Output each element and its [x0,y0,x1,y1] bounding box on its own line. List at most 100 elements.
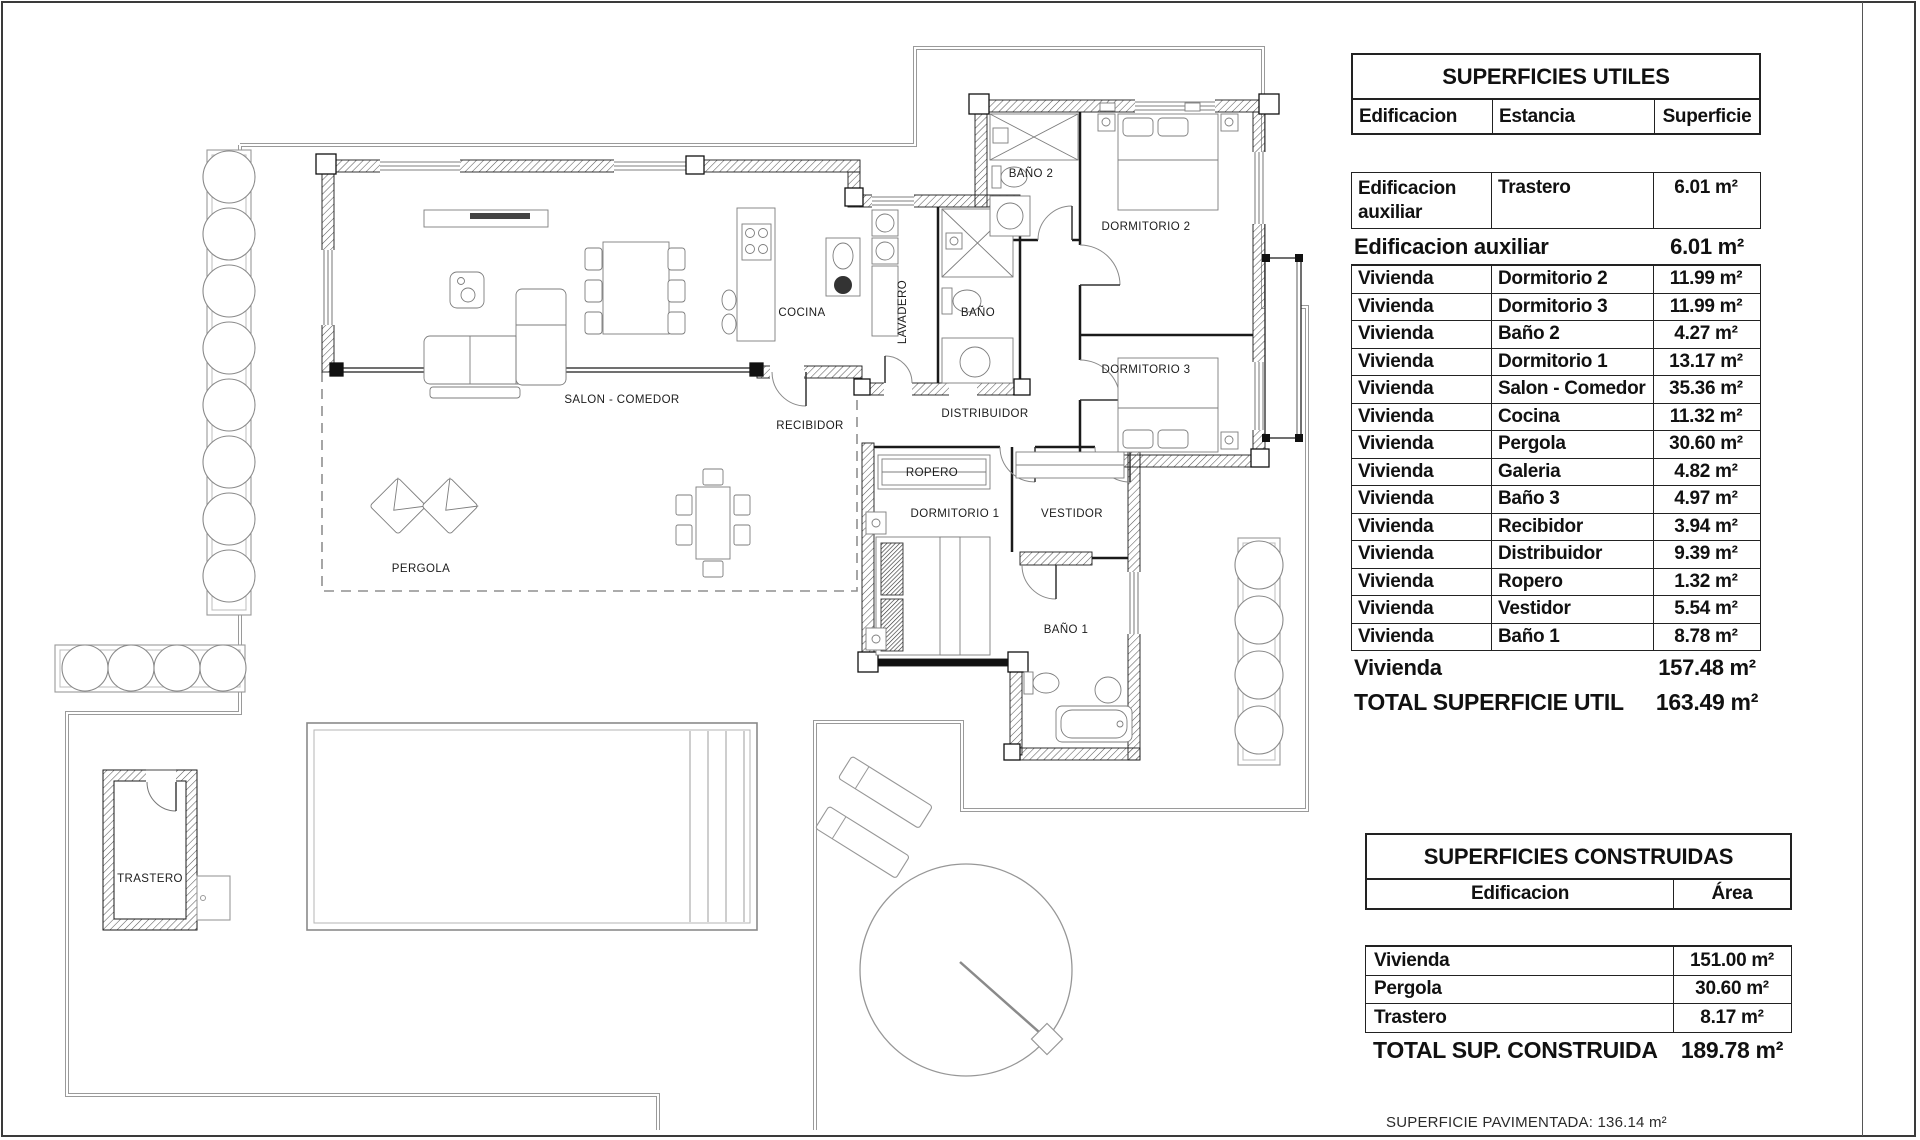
superficies-construidas-table: SUPERFICIES CONSTRUIDAS Edificacion Área… [1365,833,1792,1069]
cell-superficie: 3.94 m² [1653,513,1758,540]
cell-estancia: Cocina [1491,403,1653,430]
cell-edificacion: Vivienda [1358,570,1434,592]
room-label-salon: SALON - COMEDOR [564,394,679,406]
total-label: TOTAL SUP. CONSTRUIDA [1373,1037,1658,1063]
cell-edificacion: Vivienda [1358,515,1434,537]
sheet-frame-line [1862,2,1863,1136]
cell-edificacion: Vivienda [1358,433,1434,455]
door-gaps [884,381,977,397]
sun-lounger [838,756,933,828]
cell-superficie: 8.78 m² [1653,623,1758,650]
table-row: Vivienda Baño 2 4.27 m² [1352,320,1760,348]
construidas-rows: Vivienda 151.00 m² Pergola 30.60 m² Tras… [1365,945,1792,1033]
utiles-aux-subtotal: Edificacion auxiliar 6.01 m² [1351,229,1761,264]
cell-area: 30.60 m² [1673,975,1790,1003]
cell-estancia: Salon - Comedor [1491,376,1653,403]
room-label-vestidor: VESTIDOR [1041,508,1103,520]
table-row: Vivienda Recibidor 3.94 m² [1352,512,1760,540]
table-row: Vivienda Salon - Comedor 35.36 m² [1352,375,1760,403]
table-row: Trastero 8.17 m² [1366,1003,1791,1032]
entry-gap [770,364,804,380]
cell-estancia: Recibidor [1491,513,1653,540]
subtotal-value: 6.01 m² [1670,233,1744,259]
pergola-area [321,372,858,592]
utiles-title-text: SUPERFICIES UTILES [1442,63,1670,89]
construidas-col-edificacion: Edificacion [1470,883,1570,904]
tree-planter-left [202,149,256,616]
cell-superficie: 13.17 m² [1653,348,1758,375]
wall-posts [315,93,1280,761]
cell-estancia: Baño 1 [1491,623,1653,650]
cell-edificacion: Vivienda [1358,625,1434,647]
total-value: 189.78 m² [1680,1037,1784,1063]
construidas-title-text: SUPERFICIES CONSTRUIDAS [1423,843,1734,869]
table-row: Vivienda Cocina 11.32 m² [1352,402,1760,430]
utiles-header-row: Edificacion Estancia Superficie [1351,100,1761,135]
cell-estancia: Galeria [1491,458,1653,485]
subtotal-label: Vivienda [1354,654,1442,680]
construidas-col-area: Área [1673,880,1790,908]
table-row: Vivienda 151.00 m² [1366,946,1791,975]
room-label-cocina: COCINA [778,307,825,319]
cell-estancia: Pergola [1491,431,1653,458]
cell-estancia: Baño 2 [1491,321,1653,348]
table-row: Vivienda Distribuidor 9.39 m² [1352,540,1760,568]
room-label-bano: BAÑO [961,306,995,319]
superficies-utiles-table: SUPERFICIES UTILES Edificacion Estancia … [1351,53,1761,720]
cell-area: 151.00 m² [1673,947,1790,975]
cell-superficie: 30.60 m² [1653,431,1758,458]
room-label-lavadero: LAVADERO [897,280,909,344]
room-label-dorm2: DORMITORIO 2 [1102,221,1191,233]
cell-edificacion: Edificacion auxiliar [1358,178,1457,223]
cell-estancia: Trastero [1491,173,1653,228]
room-label-bano2: BAÑO 2 [1009,167,1054,180]
subtotal-label: Edificacion auxiliar [1354,233,1549,259]
site-label-pergola: PERGOLA [392,563,450,575]
cell-superficie: 11.99 m² [1653,266,1758,293]
cell-edificacion: Pergola [1374,978,1442,1000]
cell-edificacion: Vivienda [1358,350,1434,372]
cell-estancia: Distribuidor [1491,541,1653,568]
cell-edificacion: Vivienda [1358,460,1434,482]
cell-area: 8.17 m² [1673,1004,1790,1032]
table-row: Vivienda Dormitorio 1 13.17 m² [1352,347,1760,375]
cell-superficie: 35.36 m² [1653,376,1758,403]
cell-edificacion: Vivienda [1358,405,1434,427]
tree-planter-right [1234,537,1284,766]
cell-superficie: 6.01 m² [1653,173,1758,228]
cell-estancia: Dormitorio 3 [1491,293,1653,320]
room-label-bano1: BAÑO 1 [1044,623,1089,636]
round-patio [815,756,1073,1077]
cell-edificacion: Vivienda [1374,949,1450,971]
utiles-col-edificacion: Edificacion [1359,105,1458,127]
room-label-recibidor: RECIBIDOR [776,420,844,432]
furniture [370,102,1239,743]
trastero-building [102,768,231,931]
cell-superficie: 4.97 m² [1653,486,1758,513]
room-label-ropero: ROPERO [906,467,958,479]
internal-walls [334,112,1253,560]
construidas-title: SUPERFICIES CONSTRUIDAS [1365,833,1792,880]
table-row: Vivienda Baño 1 8.78 m² [1352,622,1760,650]
table-row: Vivienda Dormitorio 2 11.99 m² [1352,265,1760,293]
tree-planter-bottom [54,644,247,693]
floor-plan: SALON - COMEDOR COCINA LAVADERO BAÑO BAÑ… [54,46,1309,1130]
table-row: Vivienda Vestidor 5.54 m² [1352,595,1760,623]
table-row: Vivienda Galeria 4.82 m² [1352,457,1760,485]
cell-superficie: 5.54 m² [1653,596,1758,623]
site-label-trastero: TRASTERO [117,873,183,885]
total-label: TOTAL SUPERFICIE UTIL [1354,688,1624,715]
construidas-total: TOTAL SUP. CONSTRUIDA 189.78 m² [1365,1033,1792,1069]
sun-lounger [815,806,910,878]
cell-edificacion: Vivienda [1358,598,1434,620]
cell-superficie: 11.32 m² [1653,403,1758,430]
cell-edificacion: Vivienda [1358,268,1434,290]
utiles-title: SUPERFICIES UTILES [1351,53,1761,100]
table-row: Pergola 30.60 m² [1366,974,1791,1003]
table-row: Vivienda Ropero 1.32 m² [1352,567,1760,595]
galeria [1262,254,1303,442]
cell-estancia: Ropero [1491,568,1653,595]
cell-edificacion: Vivienda [1358,488,1434,510]
utiles-col-superficie: Superficie [1654,100,1759,133]
